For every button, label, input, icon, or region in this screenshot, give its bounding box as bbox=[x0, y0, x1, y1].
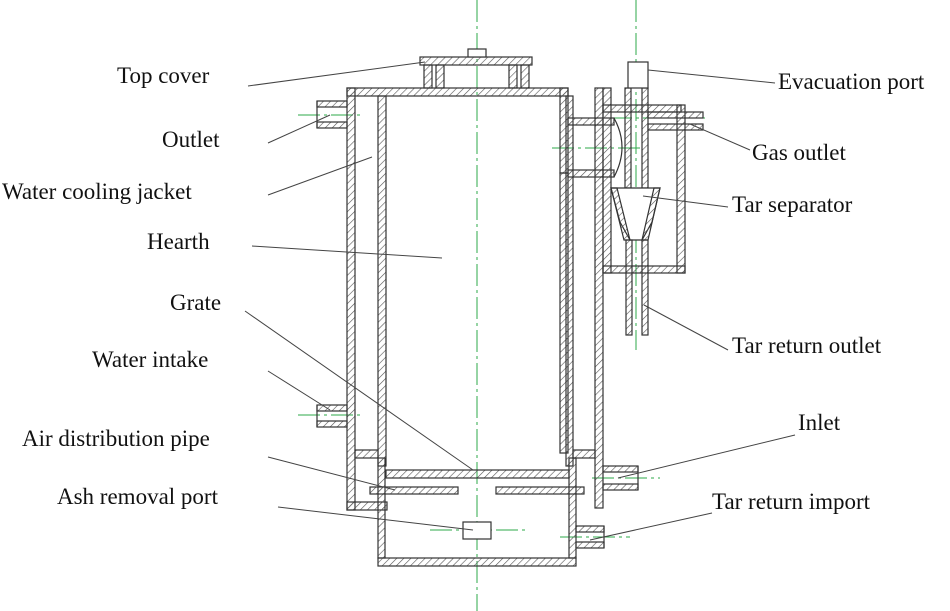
label-tar-return-outlet: Tar return outlet bbox=[732, 333, 882, 358]
leader-lines bbox=[244, 61, 796, 541]
gas-connection-pipe bbox=[567, 117, 623, 178]
top-cover bbox=[419, 48, 533, 89]
label-grate: Grate bbox=[170, 290, 222, 315]
label-water-intake: Water intake bbox=[92, 347, 209, 372]
ash-removal-port bbox=[462, 521, 492, 540]
label-evacuation-port: Evacuation port bbox=[778, 69, 925, 94]
outer-shell bbox=[346, 87, 604, 511]
label-tar-separator: Tar separator bbox=[732, 192, 853, 217]
grate bbox=[385, 469, 570, 479]
lower-jacket bbox=[354, 449, 596, 567]
water-intake-pipe bbox=[316, 404, 348, 428]
label-water-cooling-jacket: Water cooling jacket bbox=[2, 179, 192, 204]
hearth-wall bbox=[377, 95, 574, 467]
inlet-pipe bbox=[602, 465, 639, 491]
label-air-distribution-pipe: Air distribution pipe bbox=[22, 426, 210, 451]
label-hearth: Hearth bbox=[147, 229, 210, 254]
label-inlet: Inlet bbox=[798, 410, 841, 435]
label-gas-outlet: Gas outlet bbox=[752, 140, 846, 165]
label-tar-return-import: Tar return import bbox=[712, 489, 871, 514]
label-top-cover: Top cover bbox=[117, 63, 210, 88]
label-outlet: Outlet bbox=[162, 127, 220, 152]
outlet-pipe bbox=[316, 100, 348, 129]
air-distribution-pipe bbox=[369, 486, 585, 495]
label-ash-removal-port: Ash removal port bbox=[57, 484, 218, 509]
tar-separator bbox=[602, 61, 704, 336]
